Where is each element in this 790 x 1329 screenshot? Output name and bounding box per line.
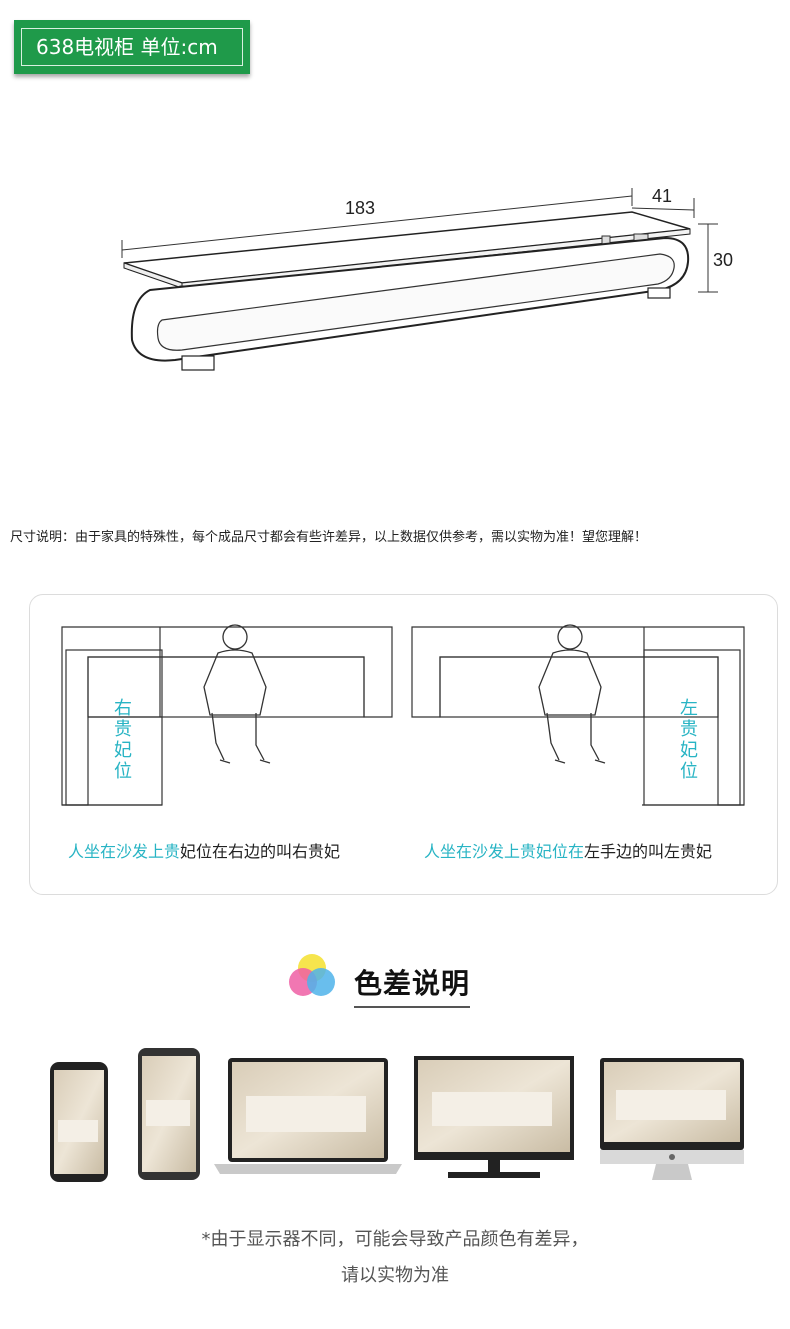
- right-caption-dark: 左手边的叫左贵妃: [584, 842, 713, 861]
- devices-illustration: [50, 1048, 744, 1182]
- phone-2: [138, 1048, 200, 1180]
- laptop: [214, 1058, 402, 1174]
- left-caption-dark: 妃位在右边的叫右贵妃: [180, 842, 341, 861]
- right-caption: 人坐在沙发上贵妃位在左手边的叫左贵妃: [424, 838, 712, 862]
- right-chaise-label: 右贵妃位: [114, 698, 132, 782]
- unit-tag: 638电视柜 单位:cm: [14, 20, 250, 74]
- left-caption-cyan: 人坐在沙发上贵: [68, 842, 181, 861]
- unit-tag-label: 638电视柜 单位:cm: [21, 28, 243, 66]
- size-note: 尺寸说明：由于家具的特殊性，每个成品尺寸都会有些许差异，以上数据仅供参考，需以实…: [10, 530, 648, 545]
- depth-dimension: 41: [652, 186, 672, 206]
- sofa-orientation-card: 右贵妃位 左贵妃位 人坐在沙发上贵妃位在右边的叫右贵妃 人坐在沙发上贵妃位在左手…: [29, 594, 778, 895]
- height-dimension: 30: [713, 250, 733, 270]
- length-dimension: 183: [345, 198, 375, 218]
- right-caption-cyan: 人坐在沙发上贵妃位在: [424, 842, 585, 861]
- sofa-diagram: [61, 624, 745, 806]
- footer-line-2: 请以实物为准: [341, 1265, 449, 1286]
- color-circles-icon: [289, 954, 335, 996]
- footer-line-1: *由于显示器不同，可能会导致产品颜色有差异，: [201, 1229, 589, 1250]
- phone-1: [50, 1062, 108, 1182]
- monitor: [414, 1056, 574, 1178]
- color-difference-title: 色差说明: [354, 962, 471, 1008]
- left-caption: 人坐在沙发上贵妃位在右边的叫右贵妃: [68, 838, 340, 862]
- tv-cabinet-drawing: 183 41 30: [121, 186, 733, 371]
- imac: [600, 1058, 744, 1180]
- left-chaise-label: 左贵妃位: [680, 698, 698, 782]
- footer-note: *由于显示器不同，可能会导致产品颜色有差异， 请以实物为准: [0, 1222, 790, 1294]
